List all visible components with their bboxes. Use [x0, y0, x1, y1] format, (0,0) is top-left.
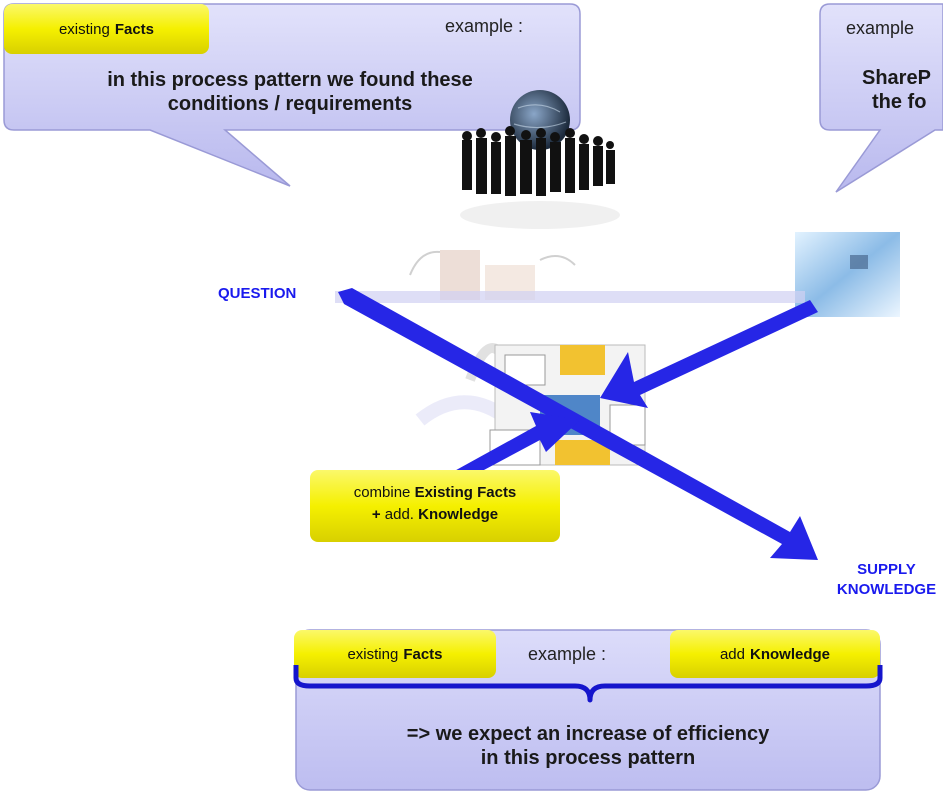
callout-right-line1: ShareP: [862, 67, 931, 89]
callout-left-line1: in this process pattern we found these: [107, 69, 473, 91]
question-label: QUESTION: [218, 285, 297, 302]
combine-plus: +: [371, 506, 381, 523]
callout-right-line2: the fo: [872, 91, 927, 113]
bottom-line2: in this process pattern: [480, 747, 696, 769]
business-people-icon: [462, 126, 615, 196]
combine-line2: + add. Knowledge: [310, 504, 560, 526]
combine-line1: combine Existing Facts: [310, 482, 560, 504]
example-label-right: example: [846, 18, 915, 38]
example-label-left: example :: [445, 16, 524, 36]
tag-bottom-existing-facts: existing Facts: [294, 630, 496, 678]
tag-bottom-left-prefix: existing: [347, 645, 399, 663]
callout-right-bubble: [819, 3, 943, 193]
tag-bottom-left-bg: [294, 630, 496, 678]
tag-bottom-add-knowledge: add Knowledge: [670, 630, 880, 678]
bottom-line1: => we expect an increase of efficiency: [406, 723, 770, 745]
combine-knowledge: Knowledge: [418, 506, 499, 523]
combine-box-bg: [310, 470, 560, 542]
combine-existing-facts: Existing Facts: [414, 484, 517, 501]
tag-bottom-left-bold: Facts: [403, 645, 443, 663]
callout-right-text: ShareP the fo: [850, 66, 943, 114]
tag-bottom-right-bold: Knowledge: [750, 645, 831, 663]
example-label-bottom: example :: [528, 644, 607, 664]
supply-line1: SUPPLY: [857, 561, 916, 578]
combine-prefix: combine: [353, 484, 411, 501]
tag-existing-facts-bold: Facts: [114, 20, 155, 38]
brace: [293, 665, 883, 703]
process-band: [335, 291, 805, 303]
arrow-network-to-center: [600, 300, 818, 408]
combine-box: combine Existing Facts + add. Knowledge: [310, 482, 560, 526]
tag-existing-facts-prefix: existing: [58, 20, 110, 38]
network-screen-icon: [795, 232, 900, 317]
callout-left-text: in this process pattern we found these c…: [20, 68, 560, 116]
bottom-panel-text: => we expect an increase of efficiency i…: [300, 722, 876, 770]
supply-knowledge-label: SUPPLY KNOWLEDGE: [830, 560, 943, 600]
tag-bottom-right-prefix: add: [719, 645, 745, 663]
callout-left-line2: conditions / requirements: [167, 93, 413, 115]
combine-add: add.: [384, 506, 414, 523]
tag-bottom-right-bg: [670, 630, 880, 678]
tag-left-bg: [4, 4, 209, 54]
arrow-question-to-supply: [338, 288, 818, 560]
supply-line2: KNOWLEDGE: [836, 581, 937, 598]
tag-existing-facts: existing Facts: [4, 4, 209, 54]
